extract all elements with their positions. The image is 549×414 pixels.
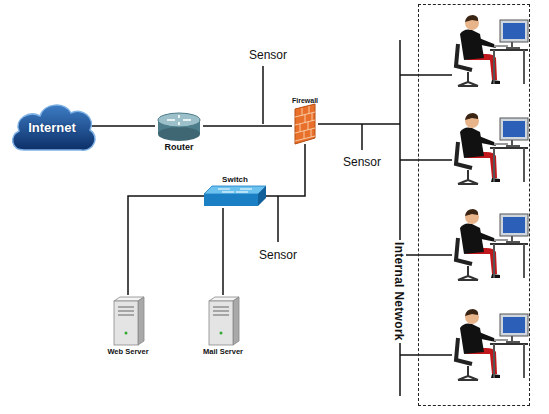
node-label: Web Server: [80, 347, 176, 356]
cloud-node: Internet: [8, 98, 96, 156]
switch-icon: [204, 184, 266, 208]
firewall-node: Firewall: [292, 104, 318, 144]
node-label: Switch: [174, 175, 296, 184]
sensor-tap: [361, 124, 363, 150]
server-node: Mail Server: [205, 295, 241, 347]
network-link: [203, 125, 292, 127]
user-workstation: [456, 113, 528, 184]
bus-branch: [400, 354, 452, 356]
node-label: Firewall: [262, 97, 348, 104]
network-link: [318, 123, 400, 125]
user-workstation: [456, 209, 528, 280]
sensor-label: Sensor: [259, 248, 297, 262]
router-icon: [155, 110, 203, 142]
sensor-tap: [262, 66, 264, 124]
server-node: Web Server: [110, 295, 146, 347]
node-label: Mail Server: [175, 347, 271, 356]
user-workstation: [456, 15, 528, 86]
bus-branch: [400, 159, 452, 161]
node-label: Router: [125, 142, 233, 152]
router-node: Router: [155, 110, 203, 142]
dashed-boundary: [418, 4, 530, 406]
server-icon: [205, 295, 241, 347]
node-label: Internet: [8, 98, 96, 156]
bus-branch: [400, 254, 452, 256]
user-workstation: [456, 309, 528, 380]
sensor-label: Sensor: [343, 155, 381, 169]
bus-branch: [400, 74, 452, 76]
firewall-icon: [292, 104, 318, 144]
sensor-label: Sensor: [249, 48, 287, 62]
network-link: [266, 144, 305, 196]
network-link: [128, 196, 204, 295]
network-zone: Internal Network: [400, 4, 530, 406]
sensor-tap: [277, 196, 279, 242]
network-link: [92, 125, 155, 127]
node-label: Internal Network: [392, 240, 406, 343]
network-link: [222, 208, 224, 295]
server-icon: [110, 295, 146, 347]
switch-node: Switch: [204, 184, 266, 208]
